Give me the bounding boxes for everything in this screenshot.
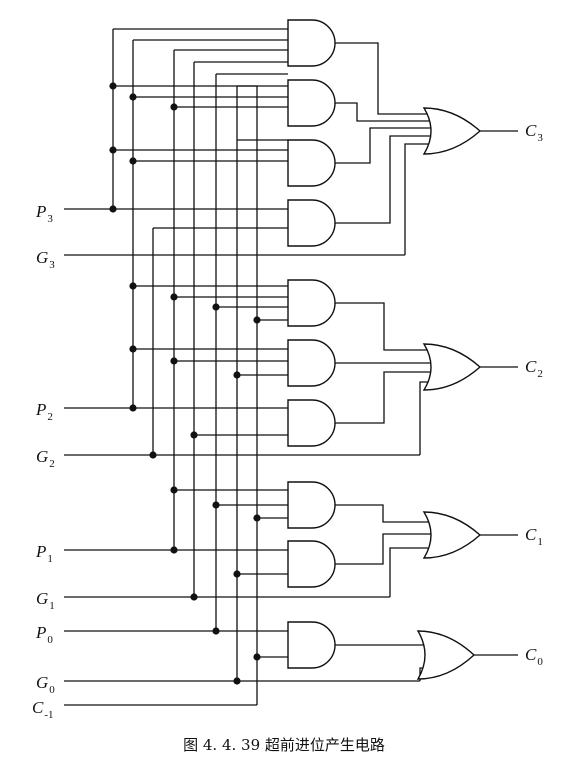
c3-and1-out: [335, 42, 430, 115]
c3-and3-in3-route: [237, 85, 258, 98]
or-gate-c2: [422, 343, 482, 391]
input-label-g1: G1: [36, 589, 55, 612]
junction-dot: [109, 146, 117, 154]
junction-dot: [129, 345, 137, 353]
input-label-g2: G2: [36, 447, 55, 470]
input-label-p3: P3: [35, 202, 53, 225]
junction-dot: [109, 82, 117, 90]
or-gate-c3: [422, 107, 482, 155]
and-gate-c3-1: [287, 19, 336, 67]
junction-dot: [233, 677, 241, 685]
junction-dot: [129, 282, 137, 290]
junction-dot: [170, 103, 178, 111]
junction-dots: [109, 82, 261, 685]
and-gate-c2-1: [287, 279, 336, 327]
junction-dot: [129, 157, 137, 165]
figure-caption: 图 4. 4. 39 超前进位产生电路: [183, 736, 385, 754]
and-gate-c2-2: [287, 339, 336, 387]
junction-dot: [190, 431, 198, 439]
and-gate-c3-3: [287, 139, 336, 187]
junction-dot: [233, 371, 241, 379]
output-label-c1: C1: [525, 525, 543, 548]
junction-dot: [170, 357, 178, 365]
input-label-p0: P0: [35, 623, 53, 646]
junction-dot: [253, 316, 261, 324]
and-gate-c3-4: [287, 199, 336, 247]
junction-dot: [129, 404, 137, 412]
c3-and2-out: [335, 102, 432, 122]
input-label-g3: G3: [36, 248, 55, 271]
input-label-p2: P2: [35, 400, 53, 423]
output-label-c3: C3: [525, 121, 543, 144]
junction-dot: [212, 501, 220, 509]
or-gate-c0: [416, 630, 476, 680]
c3-and3-out: [335, 127, 432, 164]
input-label-p1: P1: [35, 542, 53, 565]
and-gate-c3-2: [287, 79, 336, 127]
c2-and3-out: [335, 371, 432, 424]
input-label-c-minus-1: C-1: [32, 698, 54, 721]
and-gate-c1-2: [287, 540, 336, 588]
c1-and1-out: [335, 504, 432, 523]
junction-dot: [253, 653, 261, 661]
c1-g1-in: [389, 547, 430, 597]
junction-dot: [109, 205, 117, 213]
junction-dot: [170, 293, 178, 301]
output-label-c2: C2: [525, 357, 543, 380]
c2-g2-in: [419, 381, 430, 455]
c1-and2-out: [335, 533, 432, 565]
junction-dot: [253, 514, 261, 522]
and-gate-c1-1: [287, 481, 336, 529]
and-gate-c0-1: [287, 621, 336, 669]
junction-dot: [233, 570, 241, 578]
junction-dot: [129, 93, 137, 101]
input-labels: P3 G3 P2 G2 P1 G1 P0 G0 C-1: [32, 202, 55, 721]
junction-dot: [149, 451, 157, 459]
junction-dot: [212, 627, 220, 635]
c3-and4-out: [335, 135, 432, 224]
junction-dot: [170, 546, 178, 554]
c2-and1-out: [335, 302, 430, 351]
logic-gates: [287, 19, 482, 680]
junction-dot: [170, 486, 178, 494]
or-gate-c1: [422, 511, 482, 559]
output-labels: C3 C2 C1 C0: [525, 121, 543, 668]
junction-dot: [212, 303, 220, 311]
input-label-g0: G0: [36, 673, 55, 696]
c3-g3-in: [404, 143, 430, 255]
and-gate-c2-3: [287, 399, 336, 447]
junction-dot: [190, 593, 198, 601]
output-label-c0: C0: [525, 645, 543, 668]
